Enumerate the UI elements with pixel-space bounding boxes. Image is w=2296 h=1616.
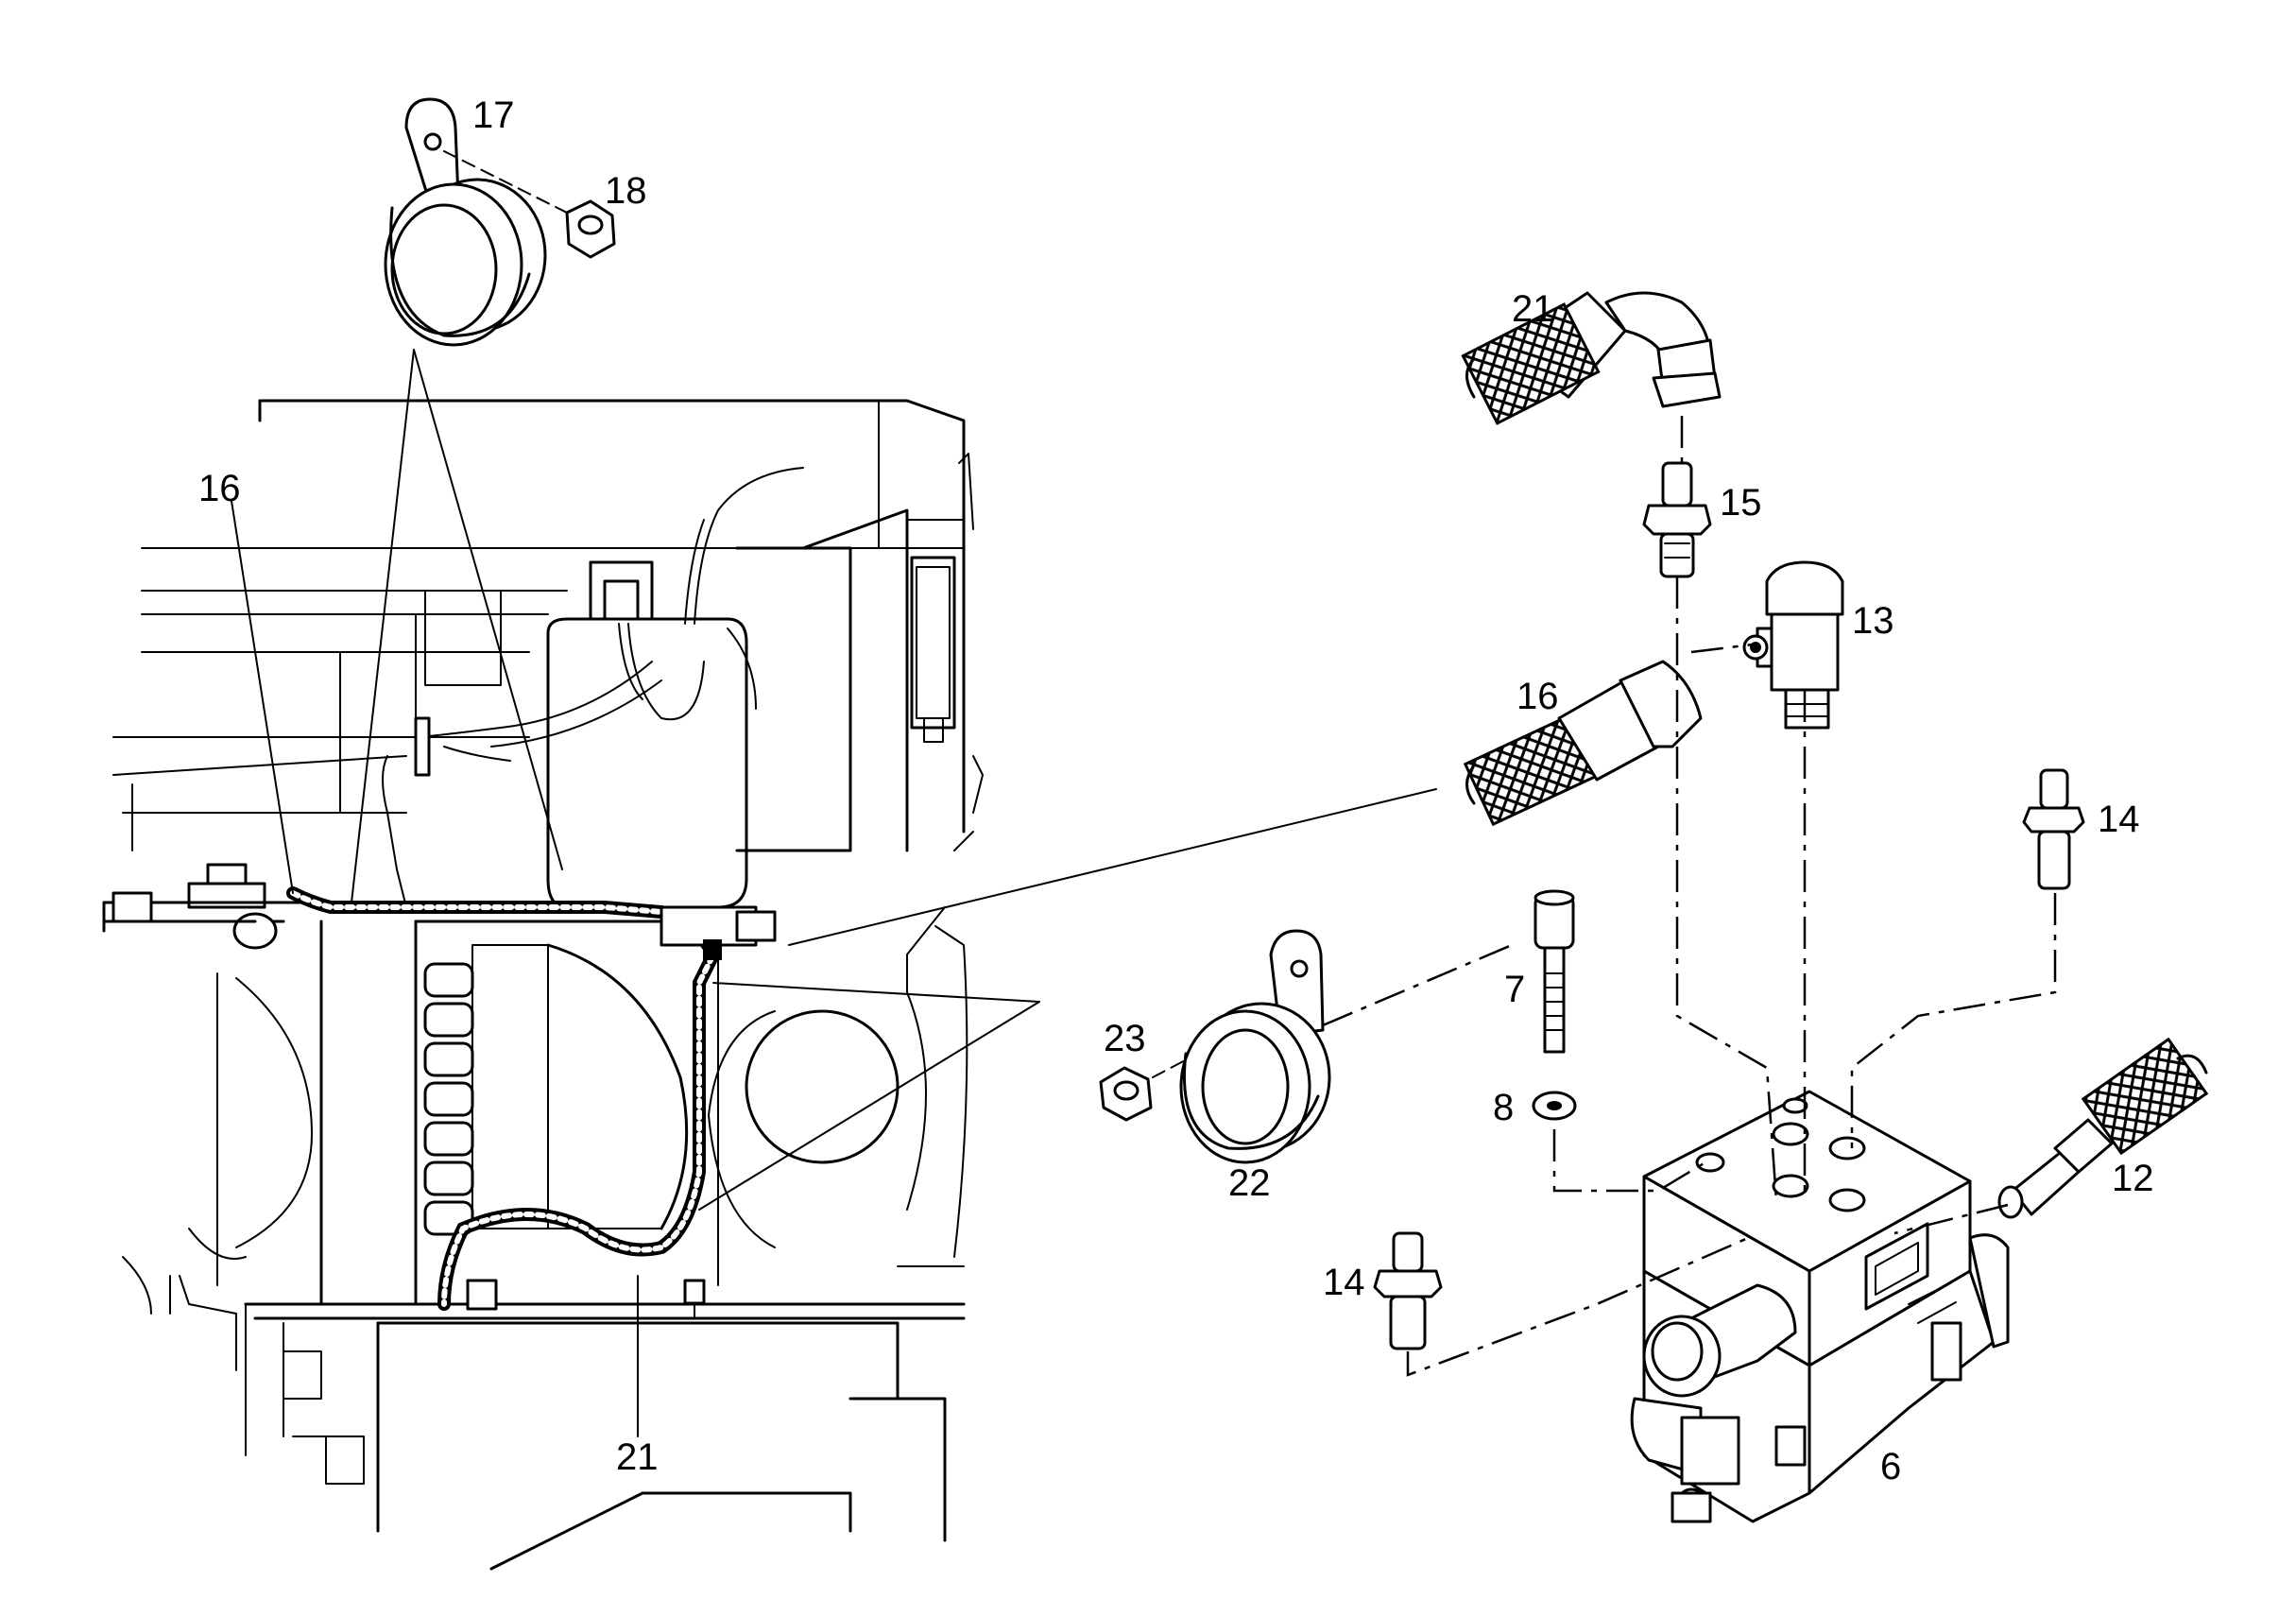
callout-18: 18 [605,170,647,212]
callout-21-top: 21 [1512,288,1554,330]
hose-16 [1463,660,1703,827]
clamp-22 [1152,929,1331,1164]
valve-block-6 [1630,1090,2010,1523]
callout-22: 22 [1228,1162,1271,1204]
callout-17: 17 [472,95,515,136]
leader-lines [231,349,1437,1437]
nut-18 [565,199,616,259]
callout-13: 13 [1852,600,1894,642]
bolt-7 [1534,889,1575,1054]
tappet-column [423,944,549,1236]
elbow-13 [1742,560,1844,730]
assembly-lines [1322,416,2057,1377]
callout-16-right: 16 [1516,676,1559,717]
fitting-15 [1642,461,1712,578]
washer-8 [1532,1091,1577,1121]
fitting-12 [1997,1037,2209,1219]
callout-16-left: 16 [198,468,241,509]
callout-14-right: 14 [2098,799,2140,840]
callout-12: 12 [2112,1158,2154,1199]
callout-7: 7 [1504,969,1525,1010]
callout-23: 23 [1104,1018,1146,1059]
callout-15: 15 [1720,482,1762,524]
nut-23 [1099,1066,1153,1122]
callout-14-left: 14 [1323,1262,1365,1303]
callout-21-bottom: 21 [616,1436,659,1478]
engine-assembly [102,399,984,1571]
hose-21-elbow [1461,291,1722,425]
callout-8: 8 [1493,1087,1514,1128]
hose-run-21 [286,886,777,1319]
fitting-14-left [1373,1231,1443,1350]
callout-6: 6 [1880,1446,1901,1487]
clamp-17 [384,97,577,347]
fitting-14-right [2022,768,2085,890]
